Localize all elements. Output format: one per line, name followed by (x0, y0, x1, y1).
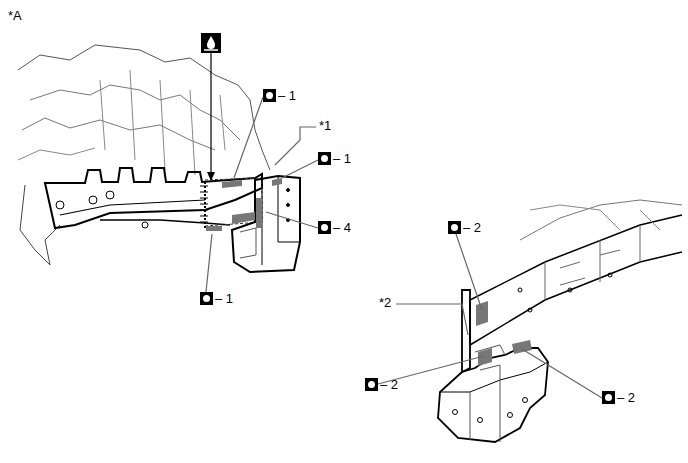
figure-id: *A (8, 8, 22, 23)
callout-number: – 1 (333, 151, 351, 166)
weld-icons (200, 89, 615, 404)
callout-number: – 1 (278, 88, 296, 103)
callout-number: – 1 (215, 291, 233, 306)
callout-number: – 2 (380, 377, 398, 392)
sealer-icon (201, 33, 221, 181)
bracket-detail (438, 200, 682, 442)
leader-lines (206, 97, 602, 398)
callout-number: – 4 (333, 220, 351, 235)
body-structure (18, 45, 300, 272)
callout-number: – 2 (463, 220, 481, 235)
callout-number: – 2 (617, 390, 635, 405)
part-callout: *1 (319, 118, 331, 133)
part-callout: *2 (379, 295, 391, 310)
